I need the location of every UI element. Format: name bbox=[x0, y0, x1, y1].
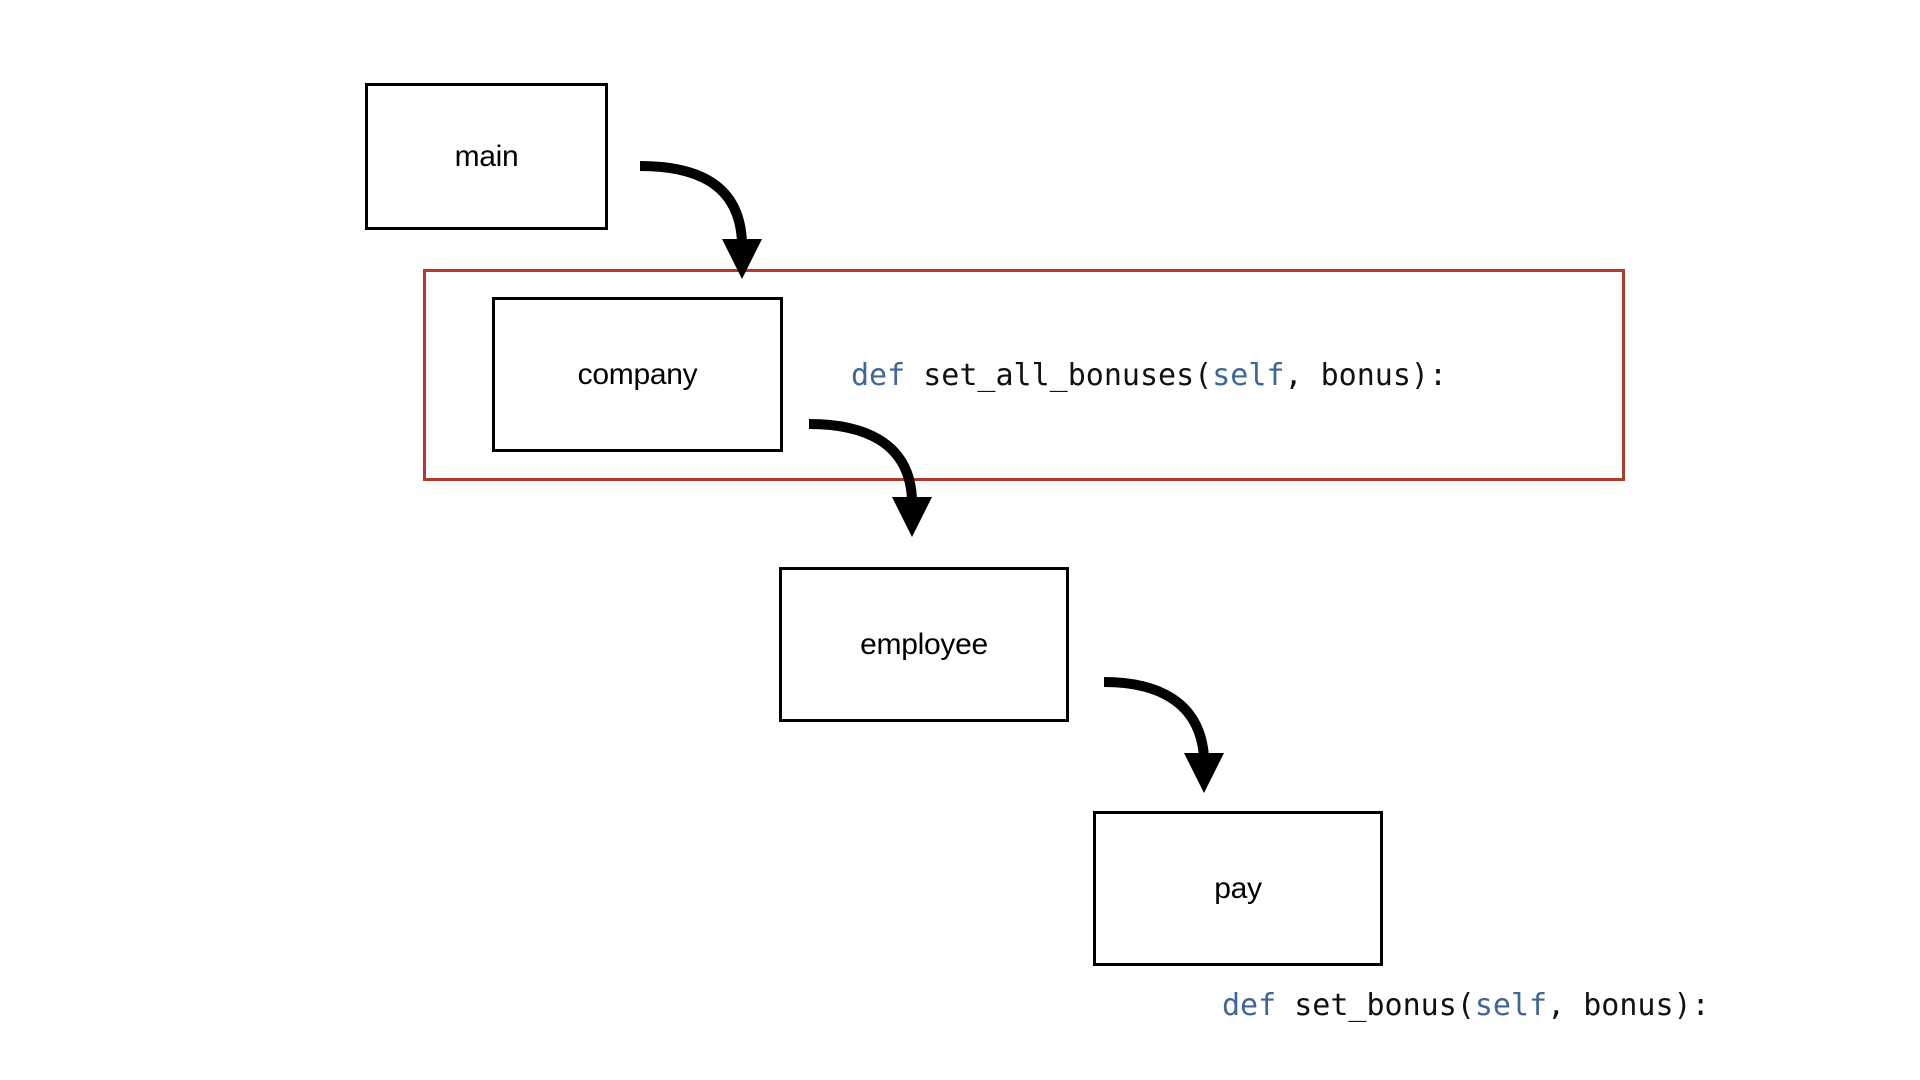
node-pay-label: pay bbox=[1214, 871, 1262, 905]
node-main-label: main bbox=[454, 139, 519, 173]
node-company-label: company bbox=[577, 357, 698, 391]
code-keyword-def: def bbox=[851, 358, 906, 393]
code-keyword-self: self bbox=[1474, 988, 1548, 1023]
arrow-main-to-company bbox=[639, 161, 762, 279]
code-keyword-def: def bbox=[1222, 988, 1277, 1023]
node-main: main bbox=[365, 83, 608, 230]
code-function-name: set_bonus( bbox=[1276, 988, 1475, 1023]
node-pay: pay bbox=[1093, 811, 1383, 966]
code-set-bonus: def set_bonus(self, bonus): bbox=[1222, 991, 1710, 1021]
arrow-employee-to-pay bbox=[1103, 677, 1224, 793]
code-params: , bonus): bbox=[1284, 358, 1448, 393]
node-company: company bbox=[492, 297, 783, 452]
node-employee-label: employee bbox=[860, 627, 988, 661]
highlight-frame bbox=[423, 269, 1625, 481]
code-function-name: set_all_bonuses( bbox=[905, 358, 1213, 393]
node-employee: employee bbox=[779, 567, 1069, 722]
code-keyword-self: self bbox=[1212, 358, 1285, 393]
code-set-all-bonuses: def set_all_bonuses(self, bonus): bbox=[851, 361, 1447, 391]
code-params: , bonus): bbox=[1547, 988, 1710, 1023]
